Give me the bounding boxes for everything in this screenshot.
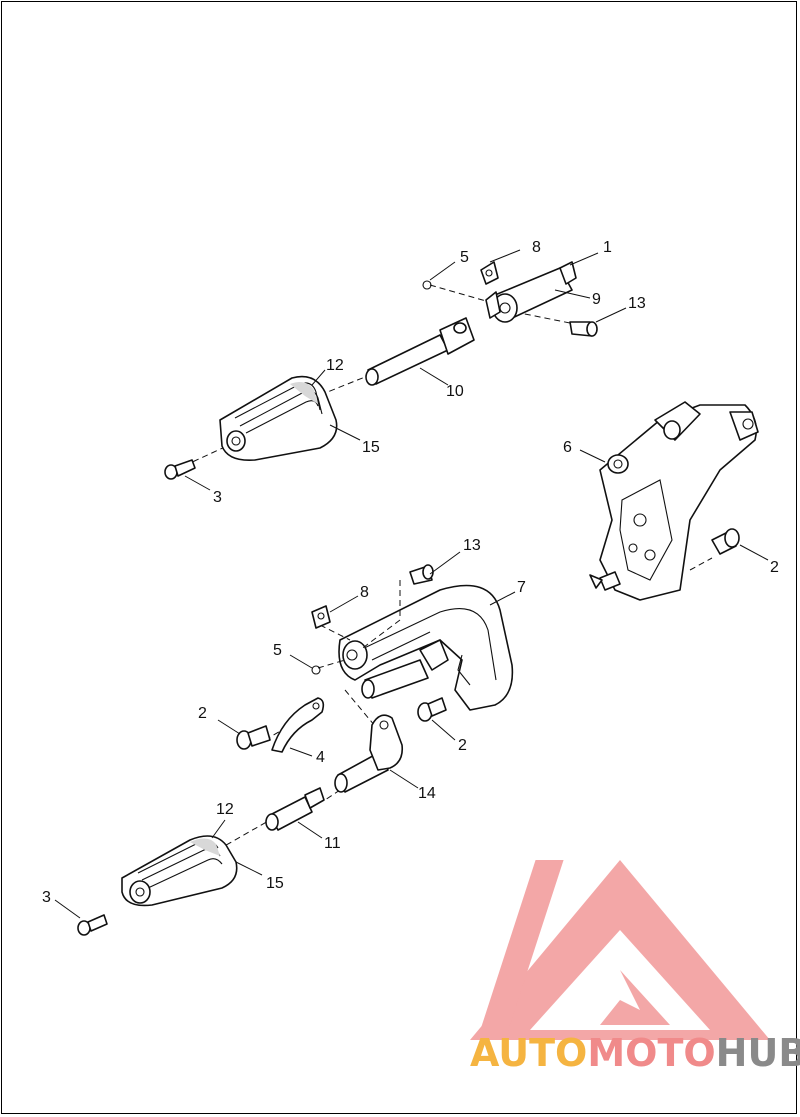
callout-2-center: 2 [458, 737, 467, 754]
watermark-logo [470, 860, 770, 1040]
axis-upper-pin [514, 311, 581, 326]
callout-2-bracket: 2 [770, 559, 779, 576]
part-13-pin-upper [569, 321, 598, 337]
callout-13-lower: 13 [463, 537, 481, 554]
part-2-screw-center [417, 697, 447, 722]
part-8-washer-lower [311, 605, 331, 629]
part-3-screw-upper [164, 459, 196, 480]
leader-lines [54, 249, 769, 919]
callout-3-lower: 3 [42, 889, 51, 906]
callout-12-lower: 12 [216, 801, 234, 818]
logo-stroke [477, 860, 564, 1040]
callout-12-upper: 12 [326, 357, 344, 374]
part-15-footpeg-lower [121, 835, 238, 907]
part-14-pivot-arm [334, 714, 404, 793]
axis-lower-washer [319, 624, 351, 641]
callout-4: 4 [316, 749, 325, 766]
callout-7: 7 [517, 579, 526, 596]
callout-15-lower: 15 [266, 875, 284, 892]
part-2-screw-bracket [689, 528, 740, 571]
logo-triangle-mark [600, 970, 670, 1025]
callout-15-upper: 15 [362, 439, 380, 456]
part-11-spacer [265, 787, 325, 831]
part-2-screw-left [236, 725, 271, 750]
part-3-screw-lower [77, 914, 108, 936]
callout-13-upper: 13 [628, 295, 646, 312]
callout-8-lower: 8 [360, 584, 369, 601]
callout-1: 1 [603, 239, 612, 256]
part-5-clip-lower [311, 665, 321, 675]
part-7-rod [361, 659, 429, 699]
callout-11: 11 [324, 835, 341, 852]
logo-triangle-inner [530, 930, 710, 1030]
watermark-auto: AUTO [470, 1031, 587, 1075]
watermark-hub: HUB [716, 1031, 800, 1075]
part-13-pin-lower [409, 564, 434, 585]
callout-3-upper: 3 [213, 489, 222, 506]
part-9-pivot-housing [485, 261, 577, 323]
callout-10: 10 [446, 383, 464, 400]
watermark-text: AUTOMOTOHUB [470, 1031, 800, 1075]
axis-lower-pin [359, 580, 401, 651]
part-8-washer-upper [480, 261, 499, 285]
part-4-link-strip [271, 697, 325, 753]
part-5-clip-upper [422, 280, 432, 290]
part-10-clevis-shaft [365, 317, 475, 386]
axis-lower-clip [317, 659, 346, 669]
callout-8-upper: 8 [532, 239, 541, 256]
callout-5-lower: 5 [273, 642, 282, 659]
callout-9: 9 [592, 291, 601, 308]
part-7-support-frame [338, 584, 514, 711]
callout-6: 6 [563, 439, 572, 456]
callout-2-left: 2 [198, 705, 207, 722]
watermark-moto: MOTO [587, 1031, 715, 1075]
callout-14: 14 [418, 785, 436, 802]
axis-upper-peg [319, 374, 371, 396]
part-6-mounting-bracket [589, 401, 759, 601]
axis-lower-shaft [324, 789, 341, 801]
part-15-footpeg-upper [219, 375, 338, 462]
callout-5-upper: 5 [460, 249, 469, 266]
